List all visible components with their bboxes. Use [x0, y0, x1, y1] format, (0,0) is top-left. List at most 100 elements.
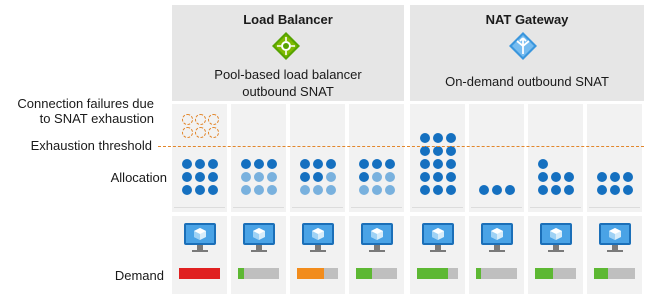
unused-port-dot	[326, 172, 336, 182]
allocation-label: Allocation	[110, 170, 167, 185]
demand-label: Demand	[114, 268, 164, 283]
allocated-port-dot	[433, 146, 443, 156]
unused-port-dot	[326, 185, 336, 195]
unused-port-dot	[313, 185, 323, 195]
threshold-label: Exhaustion threshold	[30, 138, 152, 153]
allocated-port-dot	[420, 133, 430, 143]
allocated-port-dot	[241, 159, 251, 169]
column-divider	[471, 207, 522, 208]
load-balancer-title: Load Balancer	[243, 12, 333, 27]
allocated-port-dot	[610, 172, 620, 182]
failures-label-line2: to SNAT exhaustion	[39, 111, 154, 126]
allocated-port-dot	[538, 159, 548, 169]
unused-port-dot	[267, 172, 277, 182]
demand-bar	[535, 268, 576, 279]
allocated-port-dot	[313, 172, 323, 182]
virtual-machine-icon	[539, 222, 573, 254]
allocated-port-dot	[597, 185, 607, 195]
allocated-port-dot	[182, 185, 192, 195]
unused-port-dot	[300, 185, 310, 195]
allocated-port-dot	[300, 159, 310, 169]
column-divider	[530, 207, 581, 208]
allocated-port-dot	[505, 185, 515, 195]
unused-port-dot	[254, 172, 264, 182]
nat-gateway-subtitle: On-demand outbound SNAT	[445, 74, 609, 89]
allocated-port-dot	[372, 159, 382, 169]
allocated-port-dot	[313, 159, 323, 169]
allocated-port-dot	[195, 185, 205, 195]
unused-port-dot	[241, 172, 251, 182]
demand-bar-fill	[297, 268, 324, 279]
nat-gateway-icon	[508, 31, 538, 61]
allocated-port-dot	[564, 172, 574, 182]
allocated-port-dot	[433, 185, 443, 195]
exhaustion-threshold-line	[158, 146, 644, 147]
column-background	[231, 104, 286, 212]
failed-connection-dot	[182, 114, 193, 125]
unused-port-dot	[372, 172, 382, 182]
allocated-port-dot	[433, 172, 443, 182]
virtual-machine-icon	[242, 222, 276, 254]
allocated-port-dot	[538, 172, 548, 182]
load-balancer-icon	[271, 31, 301, 61]
allocated-port-dot	[267, 159, 277, 169]
allocated-port-dot	[359, 172, 369, 182]
allocated-port-dot	[182, 159, 192, 169]
column-divider	[292, 207, 343, 208]
failed-connection-dot	[208, 114, 219, 125]
demand-bar-fill	[535, 268, 554, 279]
failures-label: Connection failures due to SNAT exhausti…	[0, 96, 154, 126]
allocated-port-dot	[479, 185, 489, 195]
allocated-port-dot	[446, 133, 456, 143]
allocated-port-dot	[446, 146, 456, 156]
allocated-port-dot	[359, 159, 369, 169]
allocated-port-dot	[551, 172, 561, 182]
column-divider	[351, 207, 402, 208]
allocated-port-dot	[300, 172, 310, 182]
allocated-port-dot	[326, 159, 336, 169]
load-balancer-subtitle: Pool-based load balancer outbound SNAT	[172, 66, 404, 100]
column-background	[469, 104, 524, 212]
demand-bar-fill	[179, 268, 220, 279]
virtual-machine-icon	[480, 222, 514, 254]
allocated-port-dot	[420, 159, 430, 169]
demand-bar	[238, 268, 279, 279]
unused-port-dot	[385, 185, 395, 195]
virtual-machine-icon	[421, 222, 455, 254]
unused-port-dot	[385, 172, 395, 182]
column-divider	[174, 207, 225, 208]
demand-bar	[297, 268, 338, 279]
allocated-port-dot	[551, 185, 561, 195]
failed-connection-dot	[195, 114, 206, 125]
failed-connection-dot	[195, 127, 206, 138]
column-background	[349, 104, 404, 212]
unused-port-dot	[372, 185, 382, 195]
allocated-port-dot	[420, 146, 430, 156]
allocated-port-dot	[208, 172, 218, 182]
allocated-port-dot	[208, 185, 218, 195]
allocated-port-dot	[385, 159, 395, 169]
column-divider	[589, 207, 640, 208]
failures-label-line1: Connection failures due	[17, 96, 154, 111]
allocated-port-dot	[420, 185, 430, 195]
allocated-port-dot	[433, 159, 443, 169]
allocated-port-dot	[182, 172, 192, 182]
demand-bar	[179, 268, 220, 279]
allocated-port-dot	[446, 159, 456, 169]
nat-gateway-title: NAT Gateway	[485, 12, 569, 27]
column-background	[587, 104, 642, 212]
column-background	[410, 104, 465, 212]
allocated-port-dot	[446, 172, 456, 182]
allocated-port-dot	[623, 185, 633, 195]
demand-bar	[417, 268, 458, 279]
demand-bar-fill	[238, 268, 245, 279]
allocated-port-dot	[433, 133, 443, 143]
allocated-port-dot	[492, 185, 502, 195]
unused-port-dot	[241, 185, 251, 195]
allocated-port-dot	[610, 185, 620, 195]
allocated-port-dot	[564, 185, 574, 195]
failed-connection-dot	[208, 127, 219, 138]
load-balancer-subtitle-line2: outbound SNAT	[242, 84, 334, 99]
column-divider	[412, 207, 463, 208]
column-divider	[233, 207, 284, 208]
